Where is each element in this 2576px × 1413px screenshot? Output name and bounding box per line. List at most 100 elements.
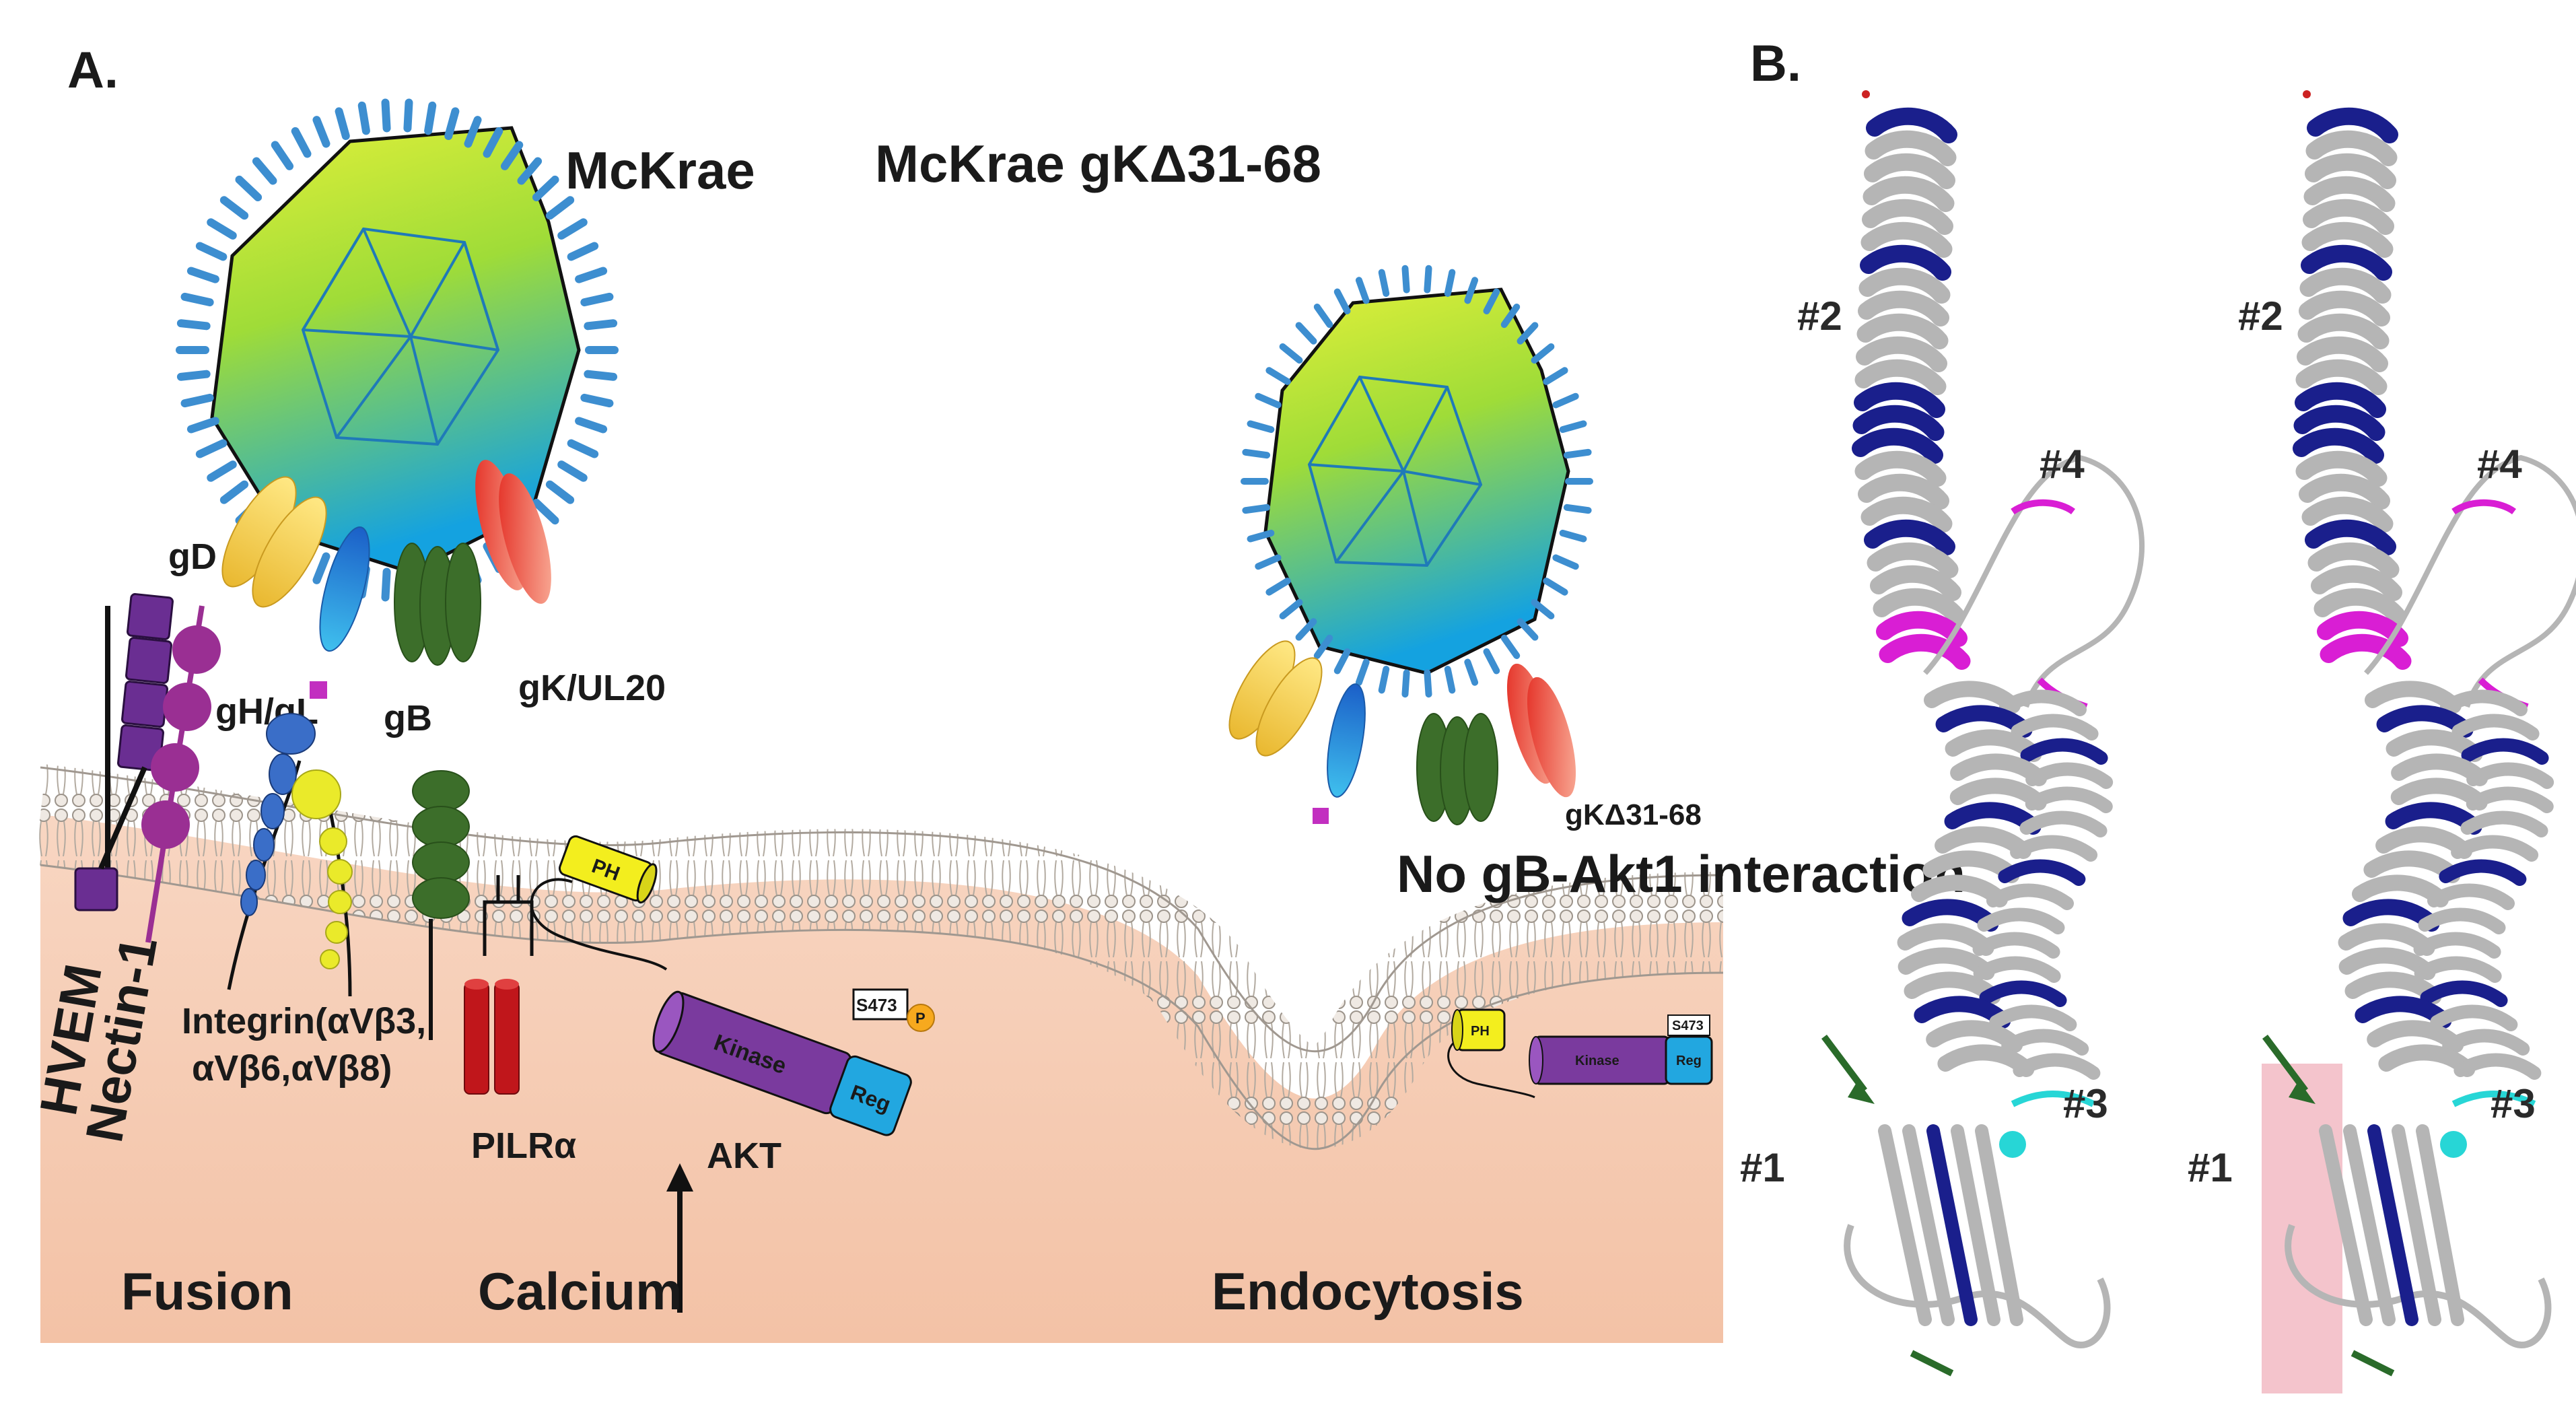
panel-b-letter: B. [1750,35,1801,92]
akt-complex-mut: PH Kinase Reg S473 [1447,1008,1713,1099]
helix-segment [2414,956,2502,983]
helix-segment [1973,956,2061,983]
envelope-spike [195,242,228,261]
envelope-spike [403,98,413,133]
envelope-spike [557,460,588,482]
gH-gL-glycoprotein [310,526,370,699]
helix-segment [1989,1004,2077,1031]
gK-UL20-glycoprotein [475,460,551,604]
helix-segment [1972,932,2060,959]
helix-segment [2013,1053,2101,1080]
panel-a: A. [28,42,1965,1343]
loop-cyan [2011,1091,2095,1107]
helix-segment [2420,980,2508,1007]
green-arrow-icon [1910,1350,1954,1377]
helix-segment [1858,267,1951,304]
envelope-spike [357,101,370,135]
helix-label-3-right: #3 [2491,1081,2536,1126]
helix-segment [2427,883,2515,910]
helix-segment [2297,313,2390,349]
envelope-spike [1444,666,1456,694]
terminus-marker [2303,90,2311,98]
helix-segment [2451,714,2540,740]
terminus-marker [1862,90,1870,98]
envelope-spike [1313,304,1333,329]
envelope-spike [1255,554,1282,570]
envelope-spike [186,417,219,434]
fusion-label: Fusion [121,1262,293,1321]
green-arrow-icon [2351,1350,2395,1377]
helix-segment [2299,267,2392,304]
beta-strand [1878,1124,1932,1326]
envelope-spike [219,196,249,220]
helix-segment [2293,427,2384,464]
envelope-spike [532,498,559,525]
hvem-receptor [74,593,174,911]
envelope-spike [1464,277,1479,304]
cyan-bead [2440,1131,2467,1158]
beta-strand [1926,1124,1978,1326]
beta-strand [2392,1124,2441,1326]
helix-segment [1860,496,1953,532]
envelope-spike [335,107,350,141]
envelope-spike [291,127,312,158]
beta-strand [1902,1124,1955,1326]
pilr-alpha-receptor [464,875,534,1095]
envelope-spike [1247,420,1275,434]
envelope-spike [1242,504,1271,514]
envelope-spike [444,107,460,141]
envelope-spike [180,292,214,307]
envelope-spike [500,141,524,170]
helix-segment [1864,519,1955,555]
beta-strand [2343,1124,2396,1326]
envelope-spike [1543,578,1568,596]
helix-segment [2460,811,2548,837]
helix-segment [2305,519,2396,555]
helix-segment [2453,1053,2542,1080]
endocytosis-label: Endocytosis [1212,1262,1524,1321]
envelope-spike [1401,265,1410,294]
loop-segment [1923,454,2145,708]
helix-segment [2305,153,2396,189]
green-arrow-head [1848,1080,1875,1104]
envelope-spike [1531,598,1555,620]
envelope-spike [532,175,559,202]
envelope-spike [1313,634,1333,659]
helix-label-1-right: #1 [2188,1145,2233,1190]
helix-segment [2025,762,2114,789]
envelope-spike [575,267,608,283]
helix-segment [2320,633,2412,670]
akt-mut-reg-label: Reg [1676,1054,1702,1068]
loop-segment [2364,454,2576,708]
helix-segment [2299,473,2390,510]
akt-mut-site-label: S473 [1672,1019,1704,1033]
envelope-spike [584,370,618,381]
envelope-spike [1265,578,1291,596]
envelope-spike [1552,554,1579,570]
helix-segment [1854,359,1947,395]
protein-ribbon-right [2262,90,2576,1377]
envelope-spike [1295,618,1317,641]
green-arrow-head [2289,1080,2316,1104]
helix-segment [1986,883,2075,910]
akt-mut-ph-label: PH [1471,1024,1490,1039]
beta-strand [2367,1124,2418,1326]
envelope-spike [1265,367,1291,385]
helix-segment [2461,738,2549,765]
helix-segment [1860,244,1951,281]
envelope-spike [235,175,263,202]
envelope-spike [312,552,330,584]
helix-segment [1858,473,1949,510]
helix-segment [1879,633,1971,670]
gD-glycoprotein [221,476,327,608]
virus-mut [1228,265,1593,825]
helix-segment [1854,382,1945,418]
no-interaction-label: No gB-Akt1 interaction [1397,844,1965,903]
envelope-spike [545,196,575,220]
envelope-spike [1444,269,1456,297]
helix-segment [2439,859,2527,886]
helix-label-2-right: #2 [2238,294,2283,339]
envelope-spike [464,116,482,148]
beta-strand [1975,1124,2023,1326]
envelope-spike [1500,304,1521,329]
